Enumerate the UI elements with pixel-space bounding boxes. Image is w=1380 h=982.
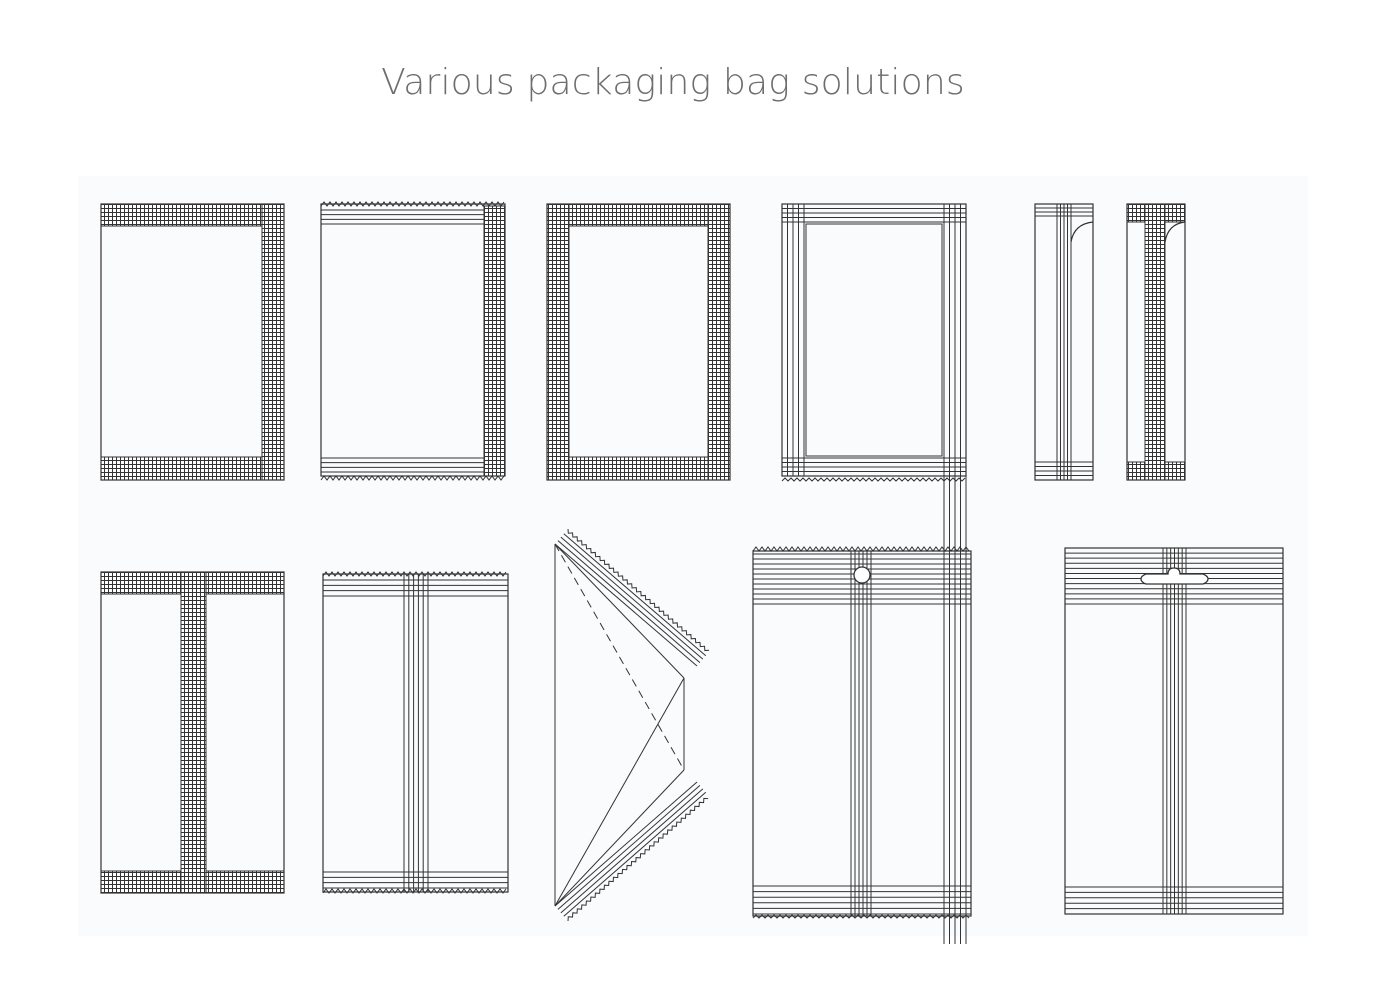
four-side-seal-bag-mesh	[546, 203, 731, 481]
stick-pack-mesh	[1126, 203, 1186, 481]
page-title: Various packaging bag solutions	[381, 62, 965, 103]
three-side-seal-bag-zigzag	[320, 201, 506, 481]
triangle-bag	[554, 528, 710, 922]
back-seal-bag-mesh	[100, 571, 285, 894]
back-seal-bag-euro-hole	[1064, 547, 1284, 915]
three-side-seal-bag-mesh	[100, 203, 285, 481]
stick-pack-lined	[1034, 203, 1094, 481]
four-side-seal-bag-lined	[781, 203, 967, 944]
back-seal-bag-round-hole	[752, 546, 972, 919]
back-seal-bag-zigzag	[322, 571, 509, 894]
